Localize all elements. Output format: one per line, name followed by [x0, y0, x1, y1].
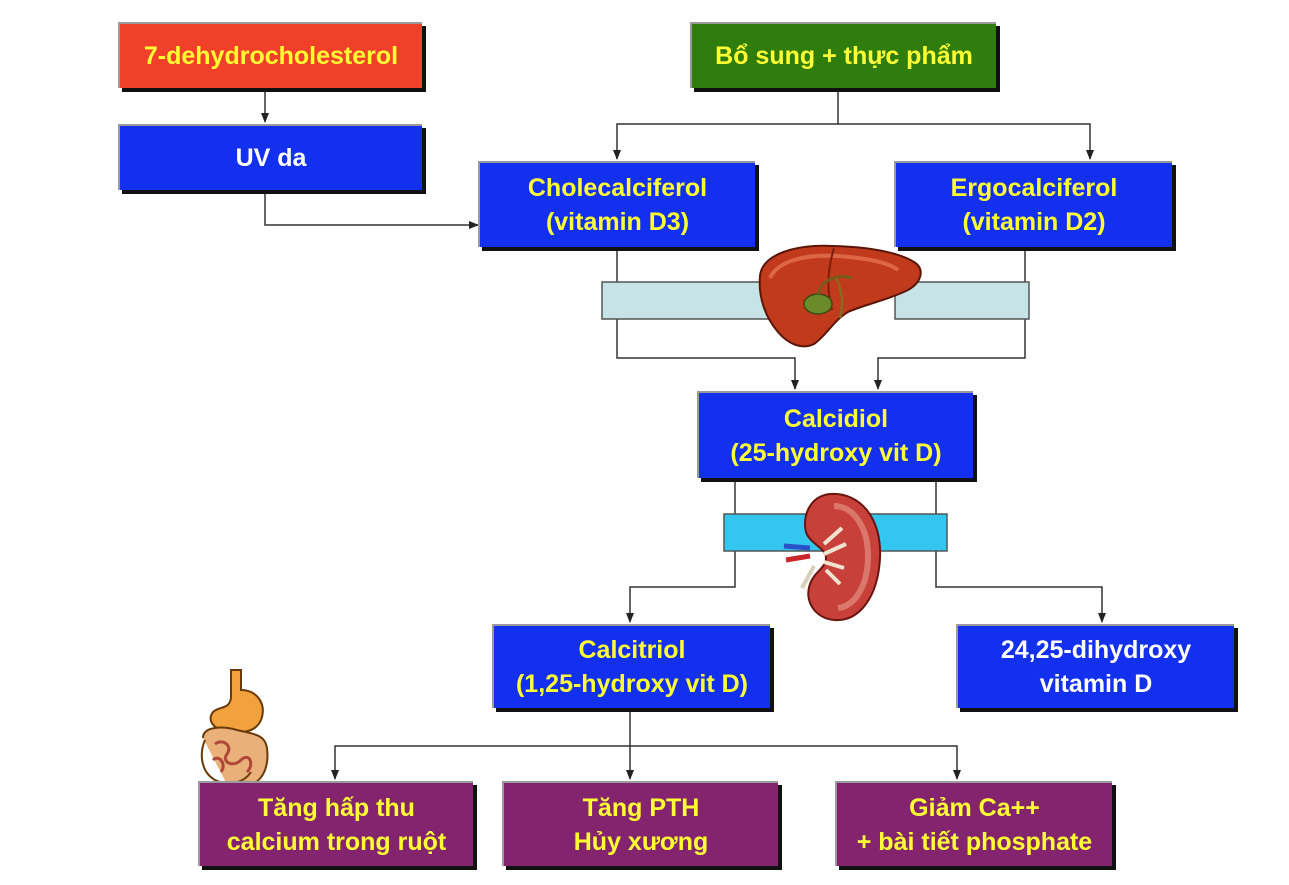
node-effect-phosphate: Giảm Ca++ + bài tiết phosphate — [835, 781, 1112, 866]
liver-enzyme-bar-right — [894, 281, 1030, 320]
node-label-line2: Hủy xương — [573, 827, 709, 856]
node-label-line2: + bài tiết phosphate — [856, 827, 1093, 856]
node-uv-skin: UV da — [118, 124, 422, 190]
arrow-calcidiol-to-calcitriol — [626, 478, 736, 623]
kidney-icon — [783, 492, 882, 622]
arrow-calcitriol-to-gut — [331, 745, 630, 780]
node-label-line1: Calcitriol — [578, 636, 686, 664]
node-label-line2: (vitamin D2) — [962, 208, 1106, 236]
arrow-calcitriol-to-phosphate — [630, 745, 961, 780]
arrow-supplement-to-d2 — [838, 123, 1094, 160]
node-7-dehydrocholesterol: 7-dehydrocholesterol — [118, 22, 422, 88]
node-supplement-food: Bổ sung + thực phẩm — [690, 22, 996, 88]
node-ergocalciferol: Ergocalciferol (vitamin D2) — [894, 161, 1172, 247]
node-label-line1: Cholecalciferol — [527, 174, 708, 202]
arrow-calcidiol-to-dihydroxy — [935, 478, 1106, 623]
node-label-line2: (vitamin D3) — [545, 208, 690, 236]
node-label-line2: (1,25-hydroxy vit D) — [515, 670, 748, 698]
node-label-line2: (25-hydroxy vit D) — [730, 438, 942, 467]
node-label-line1: Tăng PTH — [582, 793, 700, 822]
node-label: UV da — [235, 144, 307, 172]
node-label-line1: Calcidiol — [783, 404, 889, 433]
node-calcitriol: Calcitriol (1,25-hydroxy vit D) — [492, 624, 770, 708]
node-24-25-dihydroxy: 24,25-dihydroxy vitamin D — [956, 624, 1234, 708]
node-label-line2: vitamin D — [1039, 670, 1153, 698]
node-label-line2: calcium trong ruột — [226, 827, 447, 856]
node-effect-pth-bone: Tăng PTH Hủy xương — [502, 781, 778, 866]
node-label-line1: Ergocalciferol — [950, 174, 1118, 202]
node-label-line1: Giảm Ca++ — [909, 793, 1040, 822]
arrow-uv-to-d3 — [264, 190, 479, 229]
node-calcidiol: Calcidiol (25-hydroxy vit D) — [697, 391, 973, 478]
node-cholecalciferol: Cholecalciferol (vitamin D3) — [478, 161, 755, 247]
node-label-line1: 24,25-dihydroxy — [1000, 636, 1192, 664]
node-label: Bổ sung + thực phẩm — [715, 42, 973, 70]
node-label: 7-dehydrocholesterol — [143, 42, 399, 70]
liver-icon — [758, 244, 922, 348]
node-label-line1: Tăng hấp thu — [258, 793, 415, 822]
arrow-supplement-to-d3 — [613, 123, 838, 160]
node-effect-gut-absorption: Tăng hấp thu calcium trong ruột — [198, 781, 473, 866]
